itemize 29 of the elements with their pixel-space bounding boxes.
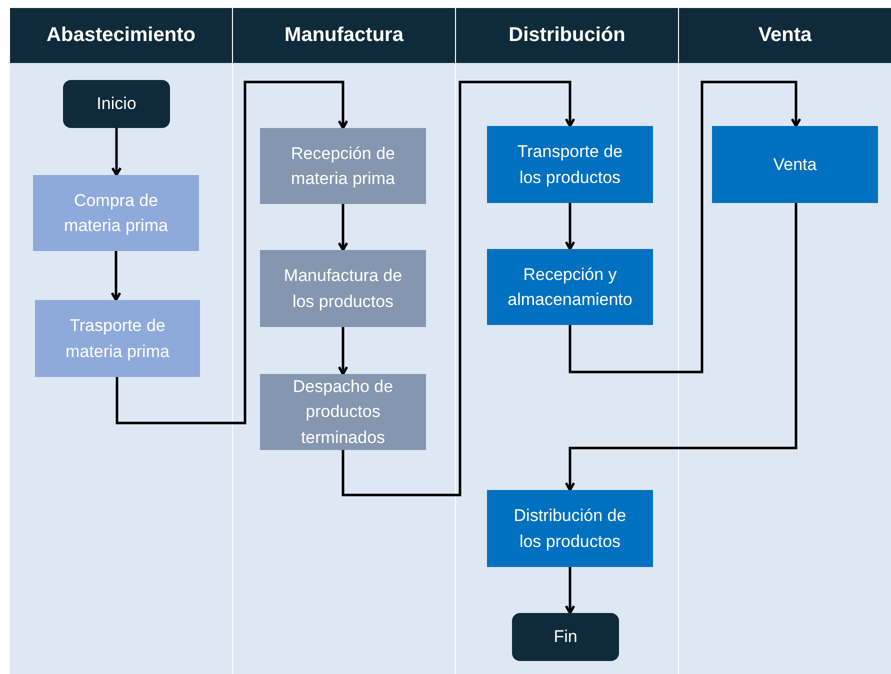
arrow — [564, 203, 798, 492]
process-box: Manufactura de los productos — [260, 250, 426, 327]
process-box: Compra de materia prima — [33, 175, 199, 251]
swimlane — [10, 8, 232, 674]
lane-header: Manufactura — [233, 8, 455, 63]
arrow — [568, 80, 802, 374]
terminal-box: Inicio — [63, 80, 170, 128]
arrow — [338, 327, 348, 376]
lane-header: Venta — [679, 8, 891, 63]
process-box: Venta — [712, 126, 878, 203]
terminal-box: Fin — [512, 613, 619, 661]
arrow — [338, 204, 348, 252]
process-box: Recepción y almacenamiento — [487, 249, 653, 325]
process-box: Trasporte de materia prima — [35, 300, 200, 377]
arrow — [342, 80, 576, 496]
arrow — [110, 251, 122, 302]
lane-header: Distribución — [456, 8, 678, 63]
lane-header: Abastecimiento — [10, 8, 232, 63]
process-box: Distribución de los productos — [487, 490, 653, 567]
arrow — [564, 567, 576, 614]
swimlane — [679, 8, 891, 674]
arrow — [116, 80, 348, 424]
arrow — [111, 128, 122, 176]
arrow — [564, 203, 576, 250]
process-box: Transporte de los productos — [487, 126, 653, 203]
swimlane — [456, 8, 678, 674]
process-box: Despacho de productos terminados — [260, 374, 426, 450]
swimlane — [233, 8, 455, 674]
process-box: Recepción de materia prima — [260, 128, 426, 204]
